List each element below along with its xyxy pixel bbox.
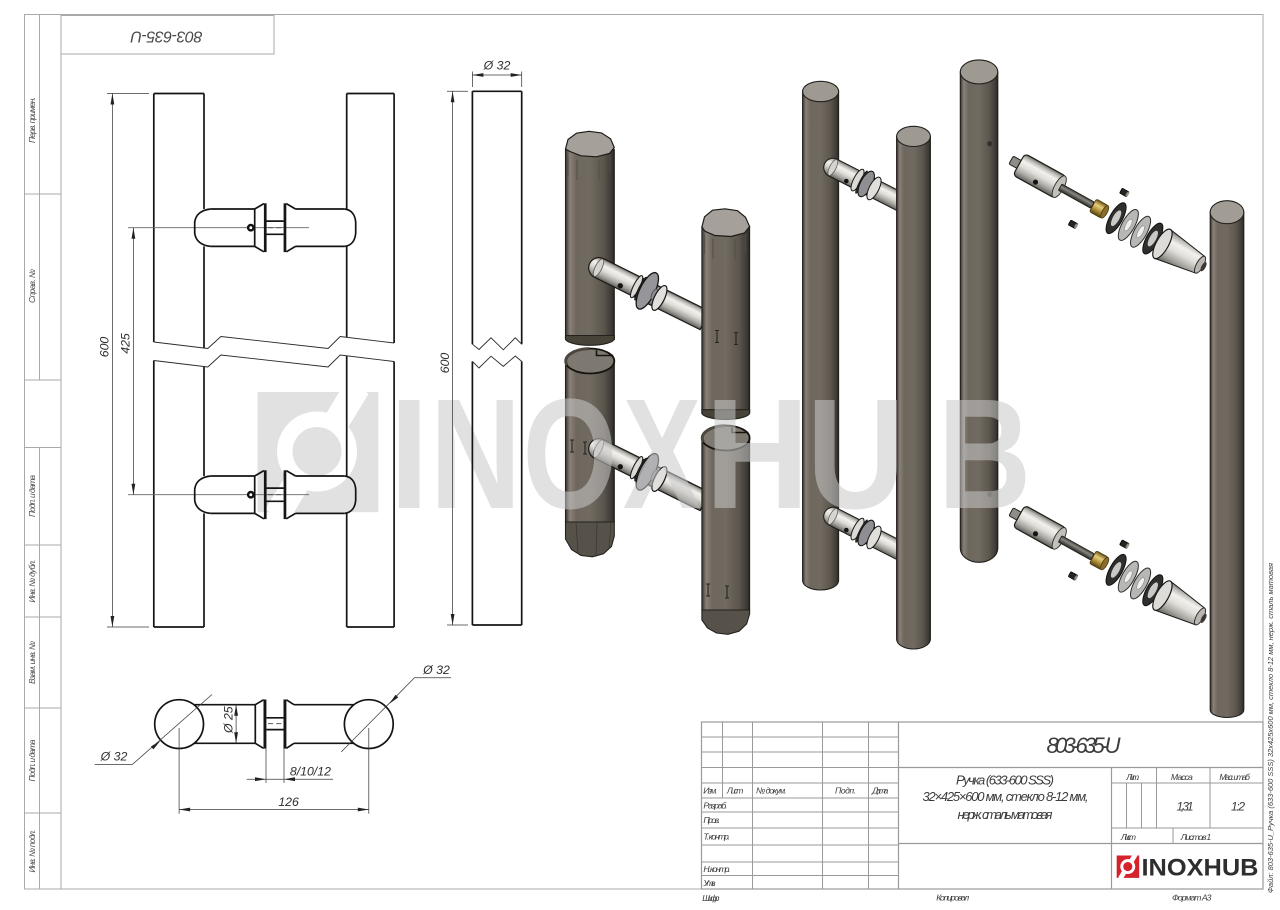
- svg-text:425: 425: [119, 333, 133, 354]
- svg-text:803-635-U: 803-635-U: [1047, 733, 1121, 758]
- svg-text:1,31: 1,31: [1177, 800, 1194, 814]
- svg-text:Лист: Лист: [726, 786, 744, 796]
- svg-text:Инв. № подл.: Инв. № подл.: [27, 830, 37, 873]
- svg-text:N: N: [430, 367, 521, 542]
- svg-text:№ докум.: № докум.: [756, 786, 787, 796]
- svg-text:Листов 1: Листов 1: [1180, 832, 1212, 842]
- svg-text:600: 600: [438, 353, 452, 374]
- svg-text:INOXHUB: INOXHUB: [1142, 854, 1259, 881]
- svg-text:I: I: [389, 366, 429, 542]
- svg-text:32×425×600 мм, стекло 8-12 мм,: 32×425×600 мм, стекло 8-12 мм,: [923, 789, 1089, 804]
- svg-text:Подп.: Подп.: [835, 786, 856, 796]
- svg-text:Подп. и дата: Подп. и дата: [27, 739, 37, 781]
- svg-text:Ø 32: Ø 32: [422, 663, 450, 677]
- svg-text:Копировал: Копировал: [936, 893, 969, 903]
- svg-text:U: U: [807, 367, 906, 542]
- svg-text:Подп. и дата: Подп. и дата: [27, 475, 37, 517]
- svg-text:O: O: [523, 366, 618, 541]
- svg-text:Масштаб: Масштаб: [1219, 772, 1251, 782]
- svg-text:нерж. сталь матовая: нерж. сталь матовая: [958, 807, 1053, 822]
- svg-text:Ручка (633-600 SSS): Ручка (633-600 SSS): [956, 773, 1054, 788]
- svg-text:B: B: [938, 367, 1032, 542]
- svg-text:Перв. примен.: Перв. примен.: [27, 97, 37, 143]
- svg-text:Инв. № дубл.: Инв. № дубл.: [27, 560, 37, 603]
- svg-text:Файл: 803-635-U_Ручка (633-600: Файл: 803-635-U_Ручка (633-600 SSS) 32х4…: [1266, 563, 1275, 893]
- svg-text:803-635-U: 803-635-U: [130, 28, 202, 45]
- svg-text:Н. контр.: Н. контр.: [703, 864, 730, 874]
- svg-text:Лист: Лист: [1120, 832, 1136, 842]
- svg-text:8/10/12: 8/10/12: [290, 765, 331, 779]
- svg-text:126: 126: [278, 795, 299, 809]
- svg-text:1:2: 1:2: [1231, 800, 1245, 814]
- svg-text:600: 600: [98, 337, 112, 358]
- svg-text:X: X: [623, 368, 701, 542]
- svg-text:Шифр:: Шифр:: [702, 893, 720, 903]
- svg-text:Разраб.: Разраб.: [703, 801, 727, 811]
- svg-text:Взам. инв. №: Взам. инв. №: [27, 641, 37, 684]
- svg-text:Изм.: Изм.: [703, 786, 717, 796]
- svg-text:Пров.: Пров.: [703, 815, 720, 825]
- svg-text:Справ. №: Справ. №: [27, 269, 37, 303]
- svg-text:Лит.: Лит.: [1125, 772, 1139, 782]
- svg-text:Дата: Дата: [871, 786, 888, 796]
- svg-text:Т. контр.: Т. контр.: [703, 832, 730, 842]
- svg-text:Масса: Масса: [1171, 772, 1193, 782]
- svg-text:Ø 32: Ø 32: [483, 59, 511, 73]
- svg-text:H: H: [705, 365, 809, 541]
- svg-text:Формат А3: Формат А3: [1172, 893, 1212, 903]
- svg-text:Ø 32: Ø 32: [100, 750, 128, 764]
- svg-text:Ø 25: Ø 25: [222, 706, 236, 734]
- svg-text:Утв.: Утв.: [702, 878, 716, 888]
